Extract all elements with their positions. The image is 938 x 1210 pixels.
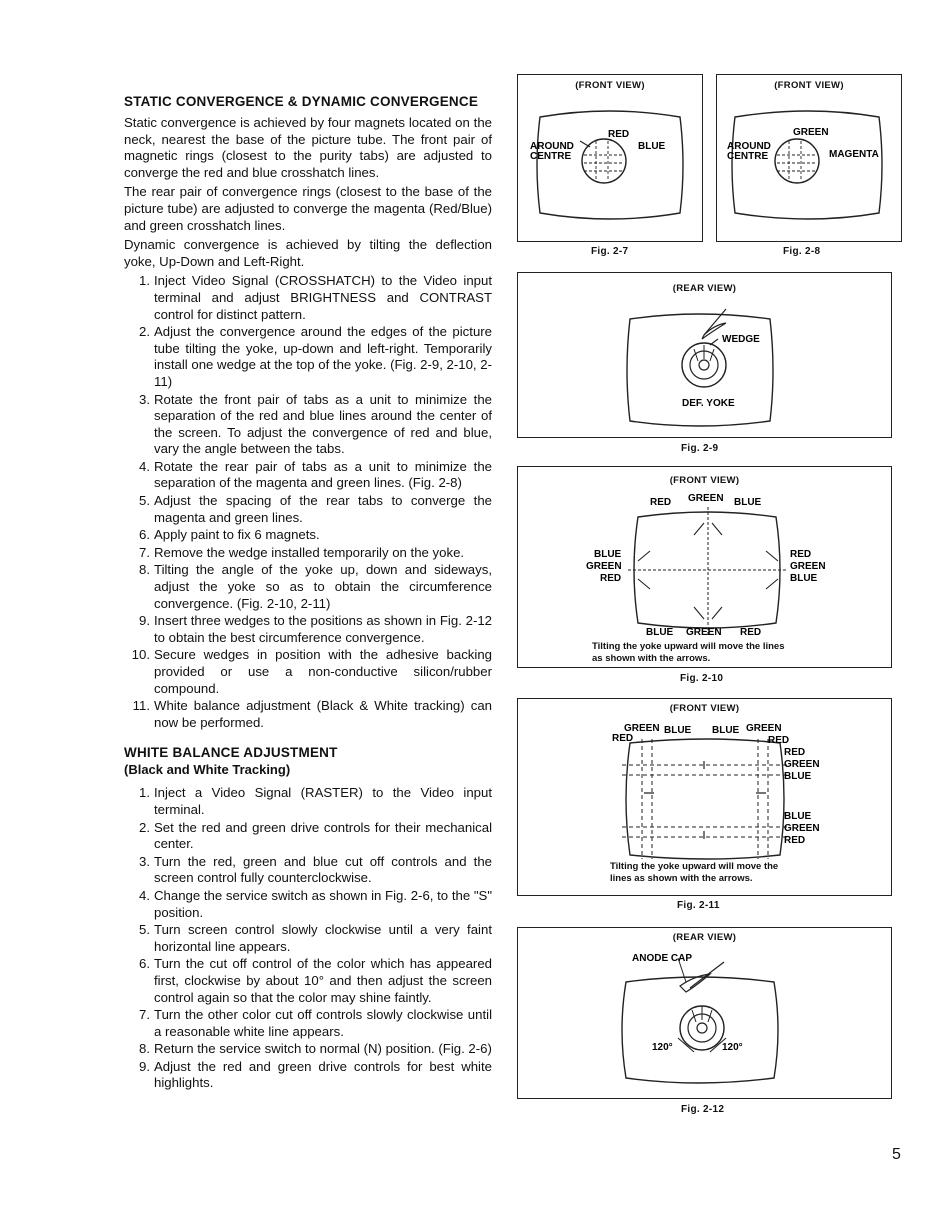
label-red: RED bbox=[612, 733, 633, 744]
paragraph-static-convergence: Static convergence is achieved by four m… bbox=[124, 115, 492, 180]
label-around: AROUND bbox=[727, 141, 771, 152]
figure-2-8: (FRONT VIEW) GREEN MAGENTA AROUND CENTRE bbox=[716, 74, 902, 242]
figure-2-11: (FRONT VIEW) GREEN RED BLUE BLUE GREEN R… bbox=[517, 698, 892, 896]
label-green: GREEN bbox=[688, 493, 724, 504]
list-item: 3.Turn the red, green and blue cut off c… bbox=[139, 853, 492, 886]
label-red: RED bbox=[608, 129, 629, 140]
list-item: 8.Tilting the angle of the yoke up, down… bbox=[139, 562, 492, 611]
figure-2-11-diagram: GREEN RED BLUE BLUE GREEN RED RED GREEN … bbox=[612, 723, 820, 860]
label-wedge: WEDGE bbox=[722, 334, 760, 345]
figure-caption-2-11: Fig. 2-11 bbox=[677, 900, 720, 911]
list-item: 2.Adjust the convergence around the edge… bbox=[139, 324, 492, 389]
paragraph-dynamic-convergence: Dynamic convergence is achieved by tilti… bbox=[124, 237, 492, 269]
figure-view-label: (FRONT VIEW) bbox=[669, 703, 740, 714]
label-around: AROUND bbox=[530, 141, 574, 152]
figure-view-label: (FRONT VIEW) bbox=[774, 80, 844, 91]
figure-2-10: (FRONT VIEW) RED GREEN BLUE BLUE GREEN R… bbox=[517, 466, 892, 668]
figure-2-7-diagram: RED BLUE AROUND CENTRE bbox=[530, 110, 684, 220]
white-balance-steps: 1.Inject a Video Signal (RASTER) to the … bbox=[124, 785, 492, 1092]
label-blue: BLUE bbox=[734, 497, 762, 508]
list-item: 6.Turn the cut off control of the color … bbox=[139, 956, 492, 1005]
section-heading-white-balance: WHITE BALANCE ADJUSTMENT bbox=[124, 745, 338, 761]
label-centre: CENTRE bbox=[727, 151, 768, 162]
label-def-yoke: DEF. YOKE bbox=[682, 398, 735, 409]
label-red: RED bbox=[784, 747, 805, 758]
label-blue: BLUE bbox=[638, 141, 666, 152]
label-red: RED bbox=[768, 735, 789, 746]
section-subheading-tracking: (Black and White Tracking) bbox=[124, 762, 291, 778]
figure-2-9-diagram: WEDGE DEF. YOKE bbox=[626, 308, 774, 427]
label-green: GREEN bbox=[790, 561, 826, 572]
list-item: 4.Rotate the rear pair of tabs as a unit… bbox=[139, 458, 492, 491]
label-angle-right: 120° bbox=[722, 1042, 743, 1053]
label-centre: CENTRE bbox=[530, 151, 571, 162]
list-item: 2.Set the red and green drive controls f… bbox=[139, 819, 492, 852]
label-red: RED bbox=[600, 573, 621, 584]
label-green: GREEN bbox=[624, 723, 660, 734]
list-item: 8.Return the service switch to normal (N… bbox=[139, 1041, 492, 1057]
text-column: STATIC CONVERGENCE & DYNAMIC CONVERGENCE… bbox=[124, 94, 492, 1102]
label-green: GREEN bbox=[586, 561, 622, 572]
convergence-steps: 1.Inject Video Signal (CROSSHATCH) to th… bbox=[124, 273, 492, 731]
figure-caption-2-8: Fig. 2-8 bbox=[783, 246, 821, 257]
label-magenta: MAGENTA bbox=[829, 149, 879, 160]
figure-caption-2-9: Fig. 2-9 bbox=[681, 443, 719, 454]
figure-2-7: (FRONT VIEW) RED BLUE AROUND CENTRE bbox=[517, 74, 703, 242]
label-red: RED bbox=[650, 497, 671, 508]
label-blue: BLUE bbox=[594, 549, 622, 560]
label-blue: BLUE bbox=[784, 771, 812, 782]
figure-2-9: (REAR VIEW) WEDGE DEF. YOKE bbox=[517, 272, 892, 438]
label-green: GREEN bbox=[746, 723, 782, 734]
label-blue: BLUE bbox=[664, 725, 692, 736]
list-item: 7.Turn the other color cut off controls … bbox=[139, 1007, 492, 1039]
label-green: GREEN bbox=[784, 823, 820, 834]
list-item: 9.Adjust the red and green drive control… bbox=[139, 1058, 492, 1091]
section-heading-convergence: STATIC CONVERGENCE & DYNAMIC CONVERGENCE bbox=[124, 94, 479, 109]
figure-view-label: (REAR VIEW) bbox=[672, 283, 737, 294]
figure-2-8-diagram: GREEN MAGENTA AROUND CENTRE bbox=[727, 110, 883, 220]
figure-2-12-diagram: ANODE CAP 120° 120° bbox=[621, 953, 779, 1084]
list-item: 5.Turn screen control slowly clockwise u… bbox=[139, 922, 492, 954]
list-item: 1.Inject Video Signal (CROSSHATCH) to th… bbox=[139, 273, 492, 322]
label-red: RED bbox=[740, 627, 761, 638]
label-blue: BLUE bbox=[646, 627, 674, 638]
label-angle-left: 120° bbox=[652, 1042, 673, 1053]
figure-2-10-diagram: RED GREEN BLUE BLUE GREEN RED RED GREEN … bbox=[586, 493, 826, 638]
label-green: GREEN bbox=[784, 759, 820, 770]
figure-view-label: (REAR VIEW) bbox=[672, 932, 737, 943]
label-blue: BLUE bbox=[712, 725, 740, 736]
label-anode-cap: ANODE CAP bbox=[632, 953, 692, 964]
paragraph-rear-rings: The rear pair of convergence rings (clos… bbox=[124, 184, 492, 233]
figure-view-label: (FRONT VIEW) bbox=[669, 475, 740, 486]
figure-caption-2-10: Fig. 2-10 bbox=[680, 673, 724, 684]
figure-note: Tilting the yoke upward will move the li… bbox=[592, 641, 785, 664]
label-green: GREEN bbox=[793, 127, 829, 138]
figure-caption-2-12: Fig. 2-12 bbox=[681, 1104, 725, 1115]
list-item: 4.Change the service switch as shown in … bbox=[139, 887, 492, 920]
list-item: 9.Insert three wedges to the positions a… bbox=[139, 613, 492, 645]
label-green: GREEN bbox=[686, 627, 722, 638]
figure-view-label: (FRONT VIEW) bbox=[575, 80, 645, 91]
list-item: 7.Remove the wedge installed temporarily… bbox=[139, 544, 465, 560]
label-red: RED bbox=[790, 549, 811, 560]
list-item: 3.Rotate the front pair of tabs as a uni… bbox=[139, 391, 492, 457]
list-item: 6.Apply paint to fix 6 magnets. bbox=[139, 527, 320, 543]
label-blue: BLUE bbox=[790, 573, 818, 584]
label-red: RED bbox=[784, 835, 805, 846]
label-blue: BLUE bbox=[784, 811, 812, 822]
figure-note: Tilting the yoke upward will move the li… bbox=[610, 861, 779, 884]
page-number: 5 bbox=[892, 1146, 901, 1163]
figure-2-12: (REAR VIEW) ANODE CAP 120° 120° bbox=[517, 927, 892, 1099]
list-item: 10.Secure wedges in position with the ad… bbox=[131, 647, 492, 696]
figure-caption-2-7: Fig. 2-7 bbox=[591, 246, 629, 257]
list-item: 5.Adjust the spacing of the rear tabs to… bbox=[139, 493, 492, 525]
list-item: 11.White balance adjustment (Black & Whi… bbox=[132, 698, 492, 730]
list-item: 1.Inject a Video Signal (RASTER) to the … bbox=[139, 785, 492, 817]
